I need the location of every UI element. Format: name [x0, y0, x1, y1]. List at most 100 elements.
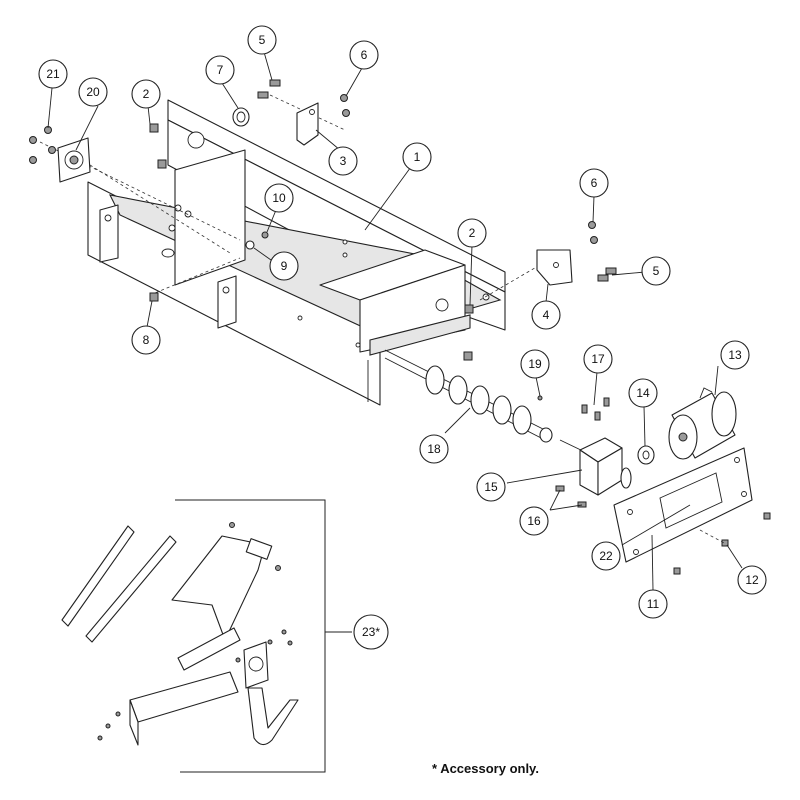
motor-shaft [678, 432, 688, 442]
accessory-round-bore [248, 656, 264, 672]
callout-12: 12 [737, 565, 767, 595]
frame-hole [297, 315, 303, 321]
auger-flight [492, 395, 512, 425]
callout-1: 1 [402, 142, 432, 172]
fastener [281, 629, 287, 635]
callout-3: 3 [328, 146, 358, 176]
auger-flight [448, 375, 468, 405]
gearbox-flange [620, 467, 632, 489]
callout-5: 5 [247, 25, 277, 55]
callout-2: 2 [457, 218, 487, 248]
fastener [235, 657, 241, 663]
accessory-rail [61, 525, 135, 627]
callout-15: 15 [476, 472, 506, 502]
motor-wire [699, 387, 713, 399]
frame-hole [184, 210, 192, 218]
callout-11: 11 [638, 589, 668, 619]
gearbox-15 [559, 437, 632, 496]
screw-12 [721, 539, 729, 547]
motor-13 [668, 387, 737, 460]
nuts-21 [29, 126, 56, 164]
callouts: 1 2 2 3 4 5 5 6 6 7 8 9 10 11 12 13 14 1… [38, 25, 767, 650]
nut [48, 146, 56, 154]
axis-line [269, 94, 346, 131]
side-bracket-left [99, 204, 119, 263]
svg-text:21: 21 [46, 67, 60, 81]
frame-hole [174, 204, 182, 212]
cover-hole [633, 549, 639, 555]
auger-flight [470, 385, 490, 415]
svg-text:22: 22 [599, 549, 613, 563]
screw-17 [603, 397, 610, 407]
frame-channel [369, 314, 471, 356]
frame-hole [342, 239, 348, 245]
callout-9: 9 [269, 251, 299, 281]
auger-flight [425, 365, 445, 395]
bracket-hole [553, 262, 559, 268]
fastener [275, 565, 281, 571]
nut-6 [342, 109, 350, 117]
cover-plate-11 [613, 447, 753, 563]
callout-4: 4 [531, 300, 561, 330]
callout-7: 7 [205, 55, 235, 85]
bolt [464, 304, 474, 314]
auger-end [539, 427, 553, 443]
axis-line [149, 257, 241, 296]
frame-slot [161, 248, 175, 258]
svg-text:19: 19 [528, 357, 542, 371]
callout-6: 6 [579, 168, 609, 198]
seal-ring-bore [236, 111, 246, 123]
svg-text:18: 18 [427, 442, 441, 456]
callout-23: 23* [353, 614, 389, 650]
svg-text:20: 20 [86, 85, 100, 99]
screw-16 [577, 501, 587, 508]
auger-flight [512, 405, 532, 435]
callout-10: 10 [264, 183, 294, 213]
svg-text:1: 1 [414, 150, 421, 164]
fastener [105, 723, 111, 729]
nut-6 [340, 94, 348, 102]
screw-17 [594, 411, 601, 421]
accessory-trough-end [129, 699, 139, 746]
callout-6: 6 [349, 40, 379, 70]
mounting-bracket-3 [296, 102, 319, 146]
svg-text:10: 10 [272, 191, 286, 205]
nut [29, 136, 37, 144]
callout-22: 22 [591, 541, 621, 571]
accessory-hook [247, 687, 299, 746]
accessory-half-pipe [177, 627, 241, 671]
axis-line [699, 529, 727, 545]
bolt [463, 351, 473, 361]
motor-back [711, 391, 737, 437]
accessory-trough [129, 671, 239, 723]
bolt-5 [597, 274, 609, 282]
nut-10 [261, 231, 269, 239]
frame-hole [482, 293, 490, 301]
callout-20: 20 [78, 77, 108, 107]
nut-6 [588, 221, 596, 229]
nut [29, 156, 37, 164]
cover-window-22 [659, 472, 723, 529]
fastener [267, 639, 273, 645]
svg-text:11: 11 [647, 597, 660, 611]
callout-19: 19 [520, 349, 550, 379]
svg-text:17: 17 [591, 352, 605, 366]
svg-text:8: 8 [143, 333, 150, 347]
accessory-bracket [175, 499, 326, 773]
frame-hole [435, 298, 449, 312]
cover-hole [627, 509, 633, 515]
side-bracket-center [217, 275, 237, 329]
callout-8: 8 [131, 325, 161, 355]
cover-hole [734, 457, 740, 463]
screw-12 [763, 512, 771, 520]
bolt-5 [605, 267, 617, 275]
svg-text:2: 2 [469, 226, 476, 240]
nut-6 [590, 236, 598, 244]
washer-9 [245, 240, 255, 250]
screw-12 [673, 567, 681, 575]
bolt-5 [269, 79, 281, 87]
svg-text:12: 12 [745, 573, 759, 587]
bolt [157, 159, 167, 169]
frame-assembly [39, 94, 546, 406]
